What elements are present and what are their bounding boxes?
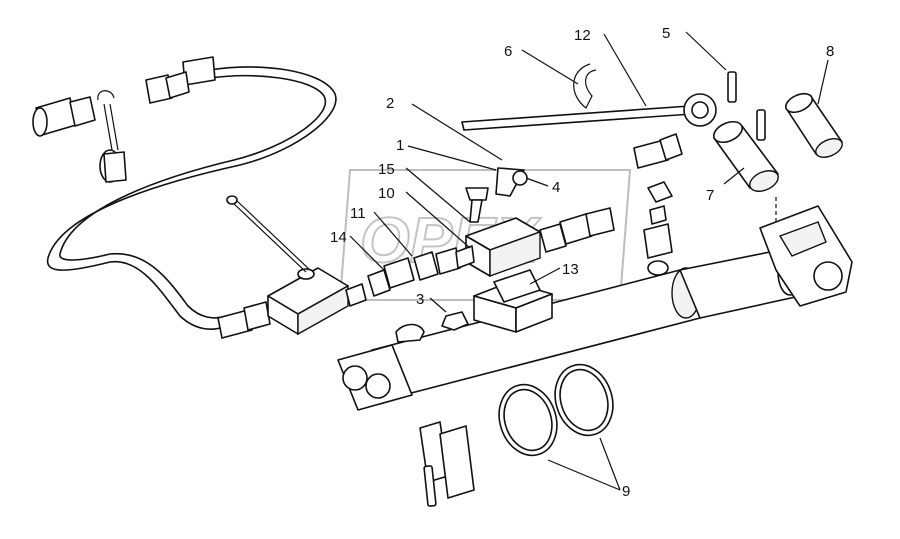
adjustment-rod [461,93,717,131]
callout-9: 9 [622,483,630,500]
dust-cap [97,90,127,183]
lower-bracket [419,421,475,507]
fitting-stack [643,181,673,276]
hose-fitting-lower [217,301,271,339]
quick-coupler [32,96,96,137]
hydraulic-hose [46,56,337,330]
valve-block [465,207,615,277]
callout-7: 7 [706,187,714,204]
callout-5: 5 [662,25,670,42]
callout-4: 4 [552,179,560,196]
callout-1: 1 [396,137,404,154]
mounting-bracket [473,269,553,333]
fitting-chain-left [367,245,475,297]
callout-2: 2 [386,95,394,112]
pin-8 [785,92,843,158]
callout-6: 6 [504,43,512,60]
callout-13: 13 [562,261,579,278]
bolt [465,187,489,223]
callout-11: 11 [350,205,366,222]
callout-12: 12 [574,27,591,44]
callout-3: 3 [416,291,424,308]
callout-10: 10 [378,185,395,202]
callouts: 1 2 3 4 5 6 7 8 9 10 11 12 13 14 15 [330,25,834,500]
callout-14: 14 [330,229,347,246]
nut [441,311,469,331]
elbow-fitting [633,133,683,169]
callout-8: 8 [826,43,834,60]
leader-lines [349,31,829,491]
callout-15: 15 [378,161,395,178]
pin-7 [713,120,779,192]
hydraulic-cylinder [337,248,803,411]
hose-clamps [498,363,614,457]
clevis-end [759,196,853,307]
spring-pins [727,71,766,141]
control-valve [226,195,367,336]
linch-pin [573,63,597,109]
lever-arm [495,167,528,197]
